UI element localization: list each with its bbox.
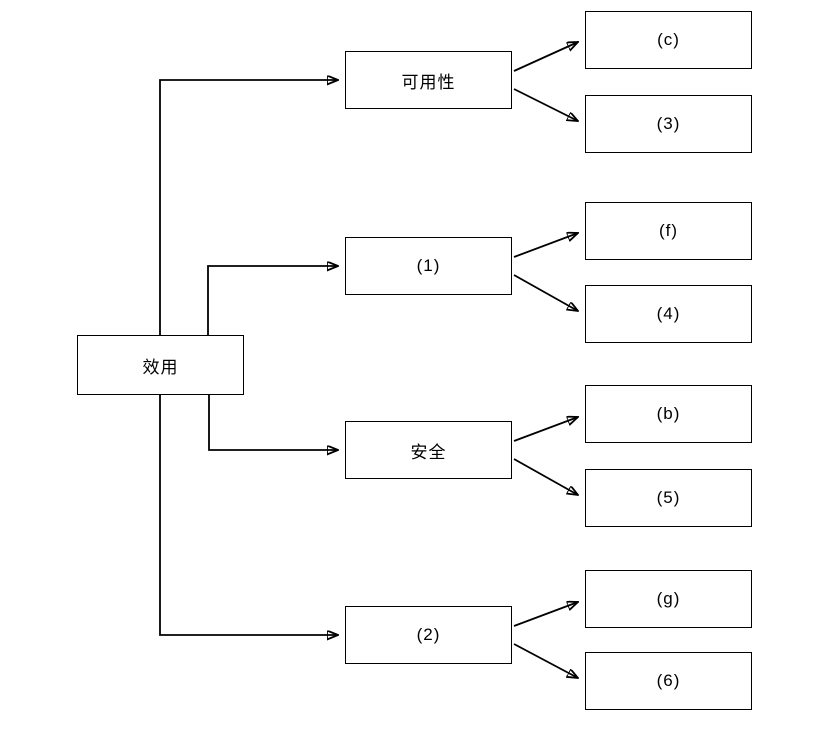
node-label: (f)	[658, 221, 679, 240]
edge-blank1-4	[513, 274, 578, 311]
edge-root-safety	[208, 395, 338, 450]
node-usability: 可用性	[345, 51, 512, 109]
node-blank-1: (1)	[345, 237, 512, 295]
edge-blank1-f	[513, 233, 578, 258]
node-label: 可用性	[401, 72, 456, 92]
node-leaf-g: (g)	[585, 570, 752, 628]
node-label: (1)	[416, 256, 441, 275]
node-safety: 安全	[345, 421, 512, 479]
node-root-utility: 效用	[77, 335, 244, 395]
node-label: (3)	[656, 114, 681, 133]
node-blank-2: (2)	[345, 606, 512, 664]
node-label: (b)	[656, 404, 681, 423]
edge-usability-3	[513, 88, 578, 121]
edge-root-blank1	[207, 266, 338, 335]
edge-blank2-g	[513, 602, 578, 627]
node-label: 效用	[142, 357, 179, 377]
node-label: (g)	[656, 589, 681, 608]
edge-root-usability	[159, 80, 338, 335]
node-leaf-6: (6)	[585, 652, 752, 710]
node-label: (2)	[416, 625, 441, 644]
edge-root-blank2	[159, 395, 338, 635]
node-leaf-5: (5)	[585, 469, 752, 527]
edge-usability-c	[513, 42, 578, 72]
node-label: (4)	[656, 304, 681, 323]
node-leaf-f: (f)	[585, 202, 752, 260]
node-label: 安全	[410, 442, 447, 462]
edge-blank2-6	[513, 643, 578, 678]
edge-safety-b	[513, 417, 578, 442]
node-label: (6)	[656, 671, 681, 690]
node-leaf-b: (b)	[585, 385, 752, 443]
node-label: (5)	[656, 488, 681, 507]
node-leaf-4: (4)	[585, 285, 752, 343]
edge-safety-5	[513, 458, 578, 495]
node-label: (c)	[657, 30, 680, 49]
node-leaf-c: (c)	[585, 11, 752, 69]
node-leaf-3: (3)	[585, 95, 752, 153]
